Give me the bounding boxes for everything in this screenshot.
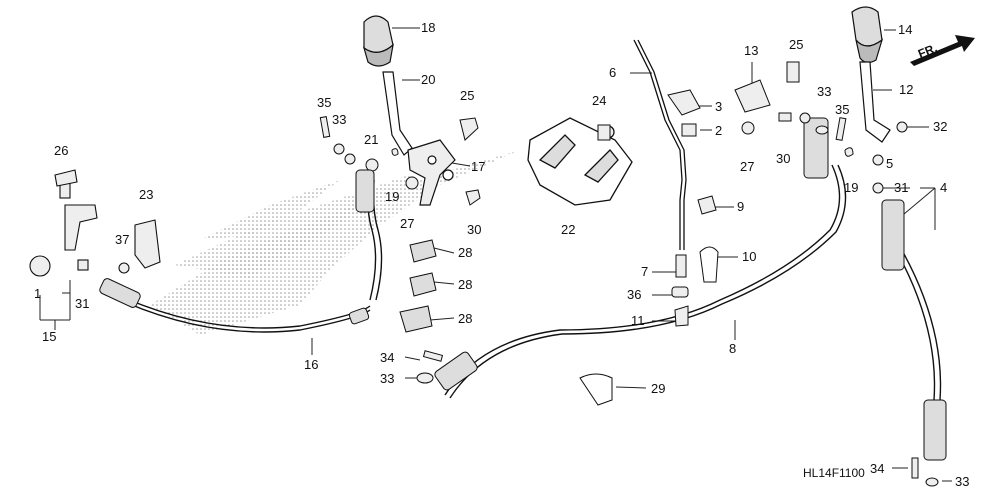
callout-31-left: 31 (75, 296, 90, 311)
callout-24: 24 (592, 93, 607, 108)
cable-clips (399, 239, 437, 333)
wing-emblem-watermark (150, 150, 520, 335)
callout-5: 5 (886, 156, 894, 171)
callout-33-right-bottom: 33 (955, 474, 970, 489)
callout-27-left: 27 (400, 216, 415, 231)
shift-rod-right (859, 61, 891, 143)
callout-14: 14 (898, 22, 913, 37)
callout-16: 16 (304, 357, 319, 372)
callout-28-top: 28 (458, 245, 473, 260)
callout-31-right: 31 (894, 180, 909, 195)
callout-4: 4 (940, 180, 948, 195)
callout-12: 12 (899, 82, 914, 97)
callout-7: 7 (641, 264, 649, 279)
callout-33-center: 33 (380, 371, 395, 386)
diagram-code: HL14F1100 (803, 466, 865, 480)
callout-18: 18 (421, 20, 436, 35)
callout-34-right: 34 (870, 461, 885, 476)
pin-and-washer-center (416, 350, 444, 384)
callout-3: 3 (715, 99, 723, 114)
callout-32: 32 (933, 119, 948, 134)
leader-lines (39, 27, 952, 482)
cable-6 (633, 39, 687, 250)
callout-34-center: 34 (380, 350, 395, 365)
callout-30-left: 30 (467, 222, 482, 237)
callout-25-left: 25 (460, 88, 475, 103)
callout-10: 10 (742, 249, 757, 264)
callout-33-right-top: 33 (817, 84, 832, 99)
callout-1: 1 (34, 286, 42, 301)
callout-25-right: 25 (789, 37, 804, 52)
callout-35-right: 35 (835, 102, 850, 117)
callout-11: 11 (631, 313, 645, 328)
cable-8 (444, 164, 847, 399)
callout-13: 13 (744, 43, 759, 58)
callout-9: 9 (737, 199, 745, 214)
callout-26: 26 (54, 143, 69, 158)
callout-20: 20 (421, 72, 436, 87)
shift-bracket (407, 139, 456, 206)
callout-19-left: 19 (385, 189, 400, 204)
cable-16-ends (99, 169, 375, 325)
callout-17: 17 (471, 159, 486, 174)
callout-36: 36 (627, 287, 642, 302)
shift-knob-right (851, 6, 884, 64)
front-direction-arrow (910, 35, 975, 66)
right-hardware (872, 121, 939, 487)
callout-28-bottom: 28 (458, 311, 473, 326)
callout-35-left: 35 (317, 95, 332, 110)
small-hardware-left (319, 116, 481, 206)
callout-33-left-top: 33 (332, 112, 347, 127)
callout-15: 15 (42, 329, 57, 344)
callout-6: 6 (609, 65, 617, 80)
shift-knob-left (362, 15, 394, 67)
middle-parts (579, 61, 854, 406)
cover-plate (527, 117, 633, 206)
callout-30-right: 30 (776, 151, 791, 166)
cable-4-ends (881, 199, 947, 461)
callout-23: 23 (139, 187, 154, 202)
callout-8: 8 (729, 341, 737, 356)
callout-27-right: 27 (740, 159, 755, 174)
callout-22: 22 (561, 222, 576, 237)
callout-19-right: 19 (844, 180, 859, 195)
callout-21: 21 (364, 132, 379, 147)
callout-29: 29 (651, 381, 666, 396)
callout-28-middle: 28 (458, 277, 473, 292)
callout-37: 37 (115, 232, 130, 247)
left-end-hardware (29, 169, 161, 277)
callout-2: 2 (715, 123, 723, 138)
shift-rod-left (382, 71, 413, 156)
